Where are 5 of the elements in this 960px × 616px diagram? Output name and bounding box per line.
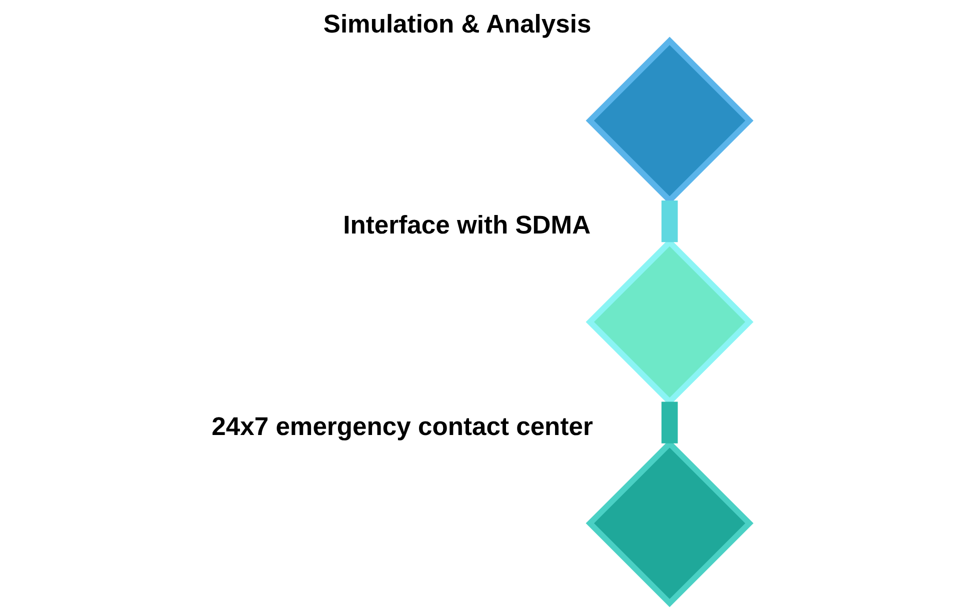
node-label: Simulation & Analysis (322, 10, 591, 38)
node-label: 24x7 emergency contact center (211, 412, 592, 441)
connector (660, 200, 678, 242)
node-label: Interface with SDMA (342, 212, 590, 240)
connector (660, 402, 678, 444)
